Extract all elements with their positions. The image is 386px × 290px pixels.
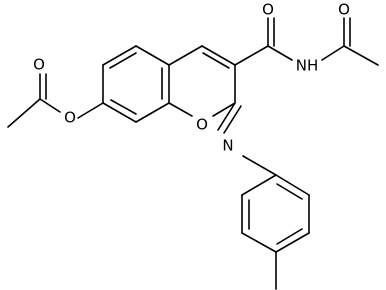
bond-ring-b2-inner [202, 52, 230, 69]
bond-ring-b2 [201, 45, 236, 66]
label-o-amide-carbonyl: O [262, 1, 274, 19]
bond-nh-to-acetyl [321, 45, 345, 61]
label-o-acetyl: O [338, 1, 350, 19]
bond-amide-to-nh [267, 45, 293, 61]
bond-ring-b4 [212, 102, 236, 117]
bond-ring-a5 [135, 102, 170, 123]
bond-ring-b5 [168, 102, 193, 117]
label-o-ester-link: O [64, 109, 76, 127]
bond-ring-b1 [168, 45, 203, 66]
bond-ester-o-link [39, 98, 61, 113]
label-n-imine: N [222, 137, 233, 155]
bond-acetyl-methyl [343, 45, 379, 66]
bond-tolyl-6 [275, 174, 310, 196]
bond-imine-1 [217, 102, 236, 131]
bond-ring-a-inner-3 [110, 99, 137, 115]
bond-ring-a-inner-1 [109, 52, 137, 69]
bond-ring-a6 [102, 102, 137, 123]
bond-oxygen-to-ring [77, 102, 104, 119]
bond-tolyl-inner-3 [276, 183, 303, 200]
label-o-ring: O [196, 116, 208, 134]
bond-amide-ring [234, 45, 269, 66]
bond-tolyl-1 [241, 174, 277, 196]
bond-ring-a3 [135, 45, 170, 66]
bond-imine-2 [223, 105, 242, 134]
label-o-ester-carbonyl: O [33, 56, 45, 74]
bond-tolyl-inner-2 [276, 228, 303, 245]
bond-ring-a2 [102, 45, 137, 66]
bond-tolyl-4 [275, 232, 310, 253]
bond-n-to-aryl [242, 155, 277, 176]
bond-tolyl-3 [241, 232, 277, 253]
bond-ester-methyl [7, 98, 41, 128]
label-nh: NH [296, 57, 319, 75]
